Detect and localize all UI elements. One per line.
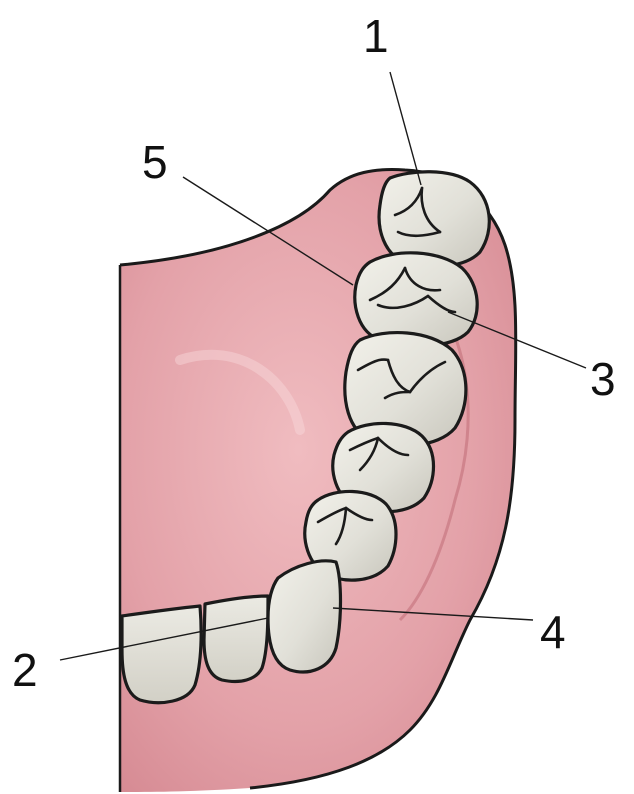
leader-line-1 [390,72,421,185]
callout-1: 1 [363,10,389,62]
tooth-second-molar [355,253,477,346]
callout-4: 4 [540,606,566,658]
callout-5: 5 [142,136,168,188]
tooth-central-incisor [122,606,201,703]
callout-2: 2 [12,644,38,696]
tooth-lateral-incisor [204,596,268,682]
tooth-canine [268,561,341,672]
callout-3: 3 [590,353,616,405]
